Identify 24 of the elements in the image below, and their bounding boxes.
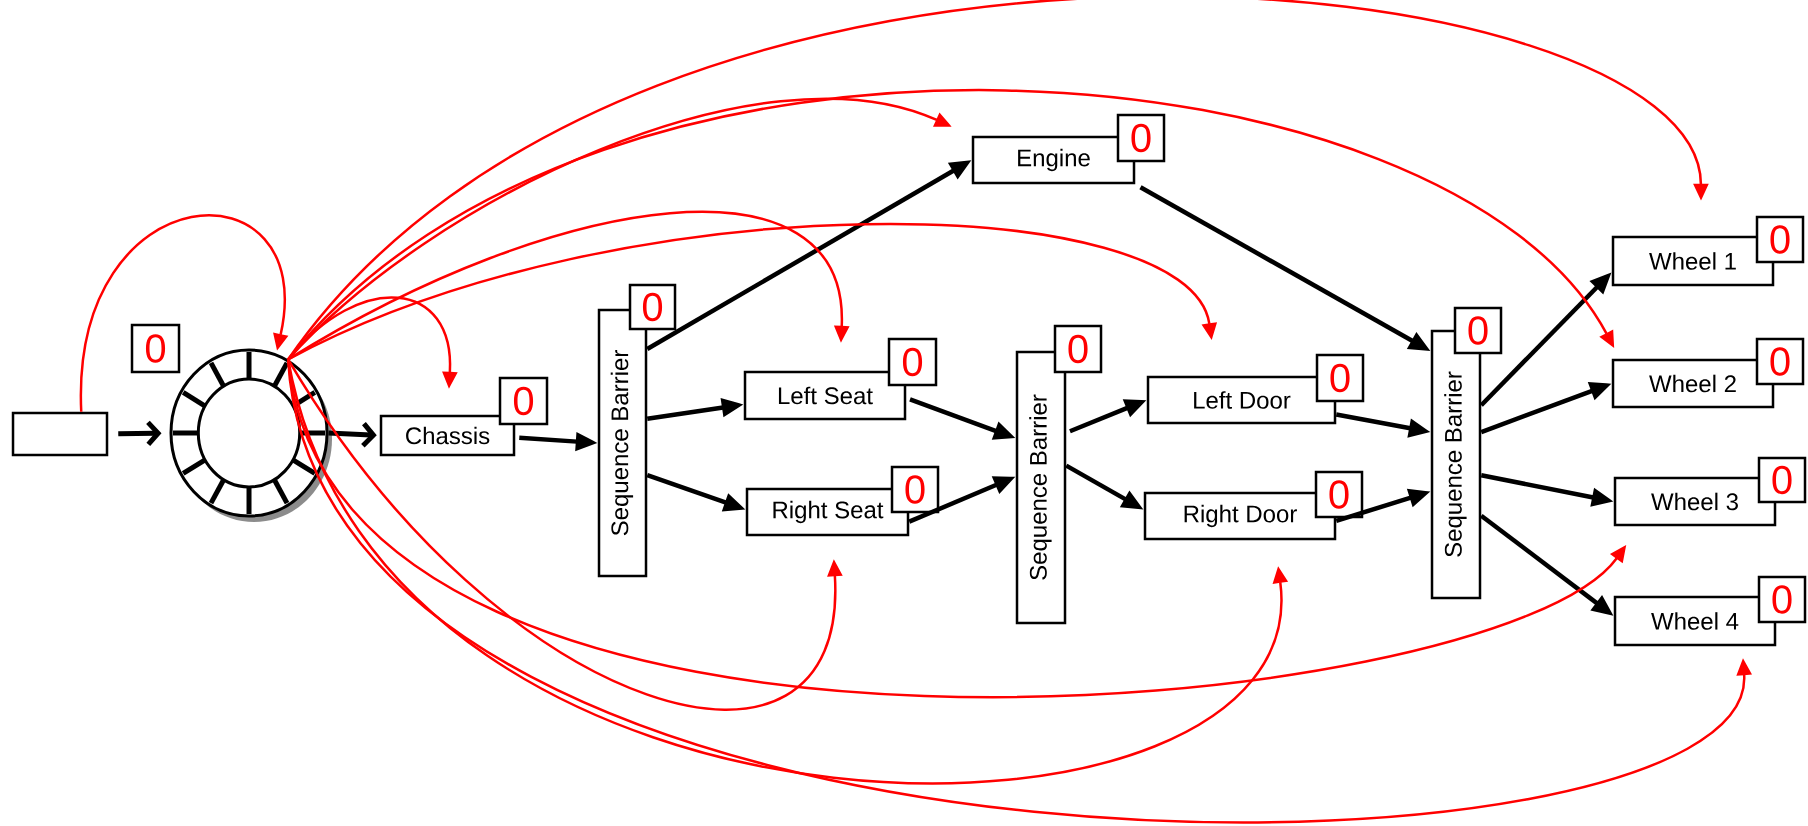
counter-box: 0 <box>628 283 677 331</box>
counter-box: 0 <box>890 465 940 514</box>
arrow <box>286 359 1752 824</box>
counter-box: 0 <box>1755 337 1805 386</box>
barrier-bar: Sequence Barrier <box>1015 350 1067 625</box>
process-box: Chassis <box>379 414 516 457</box>
counter-box: 0 <box>1757 575 1807 624</box>
arrow <box>287 223 1218 361</box>
counter-box: 0 <box>887 337 938 387</box>
ring-buffer-drawing <box>169 348 332 522</box>
counter-box: 0 <box>1755 215 1805 264</box>
counter-box: 0 <box>130 323 181 374</box>
counter-box: 0 <box>1053 324 1103 374</box>
empty-box <box>11 411 109 457</box>
counter-box: 0 <box>1314 470 1364 519</box>
arrow <box>118 420 162 446</box>
counter-box: 0 <box>1453 306 1503 355</box>
arrow <box>287 89 1615 361</box>
arrow <box>80 214 289 412</box>
counter-box: 0 <box>498 376 549 426</box>
counter-box: 0 <box>1757 456 1807 504</box>
counter-box: 0 <box>1315 353 1365 403</box>
counter-box: 0 <box>1116 113 1166 163</box>
arrow <box>328 422 377 448</box>
